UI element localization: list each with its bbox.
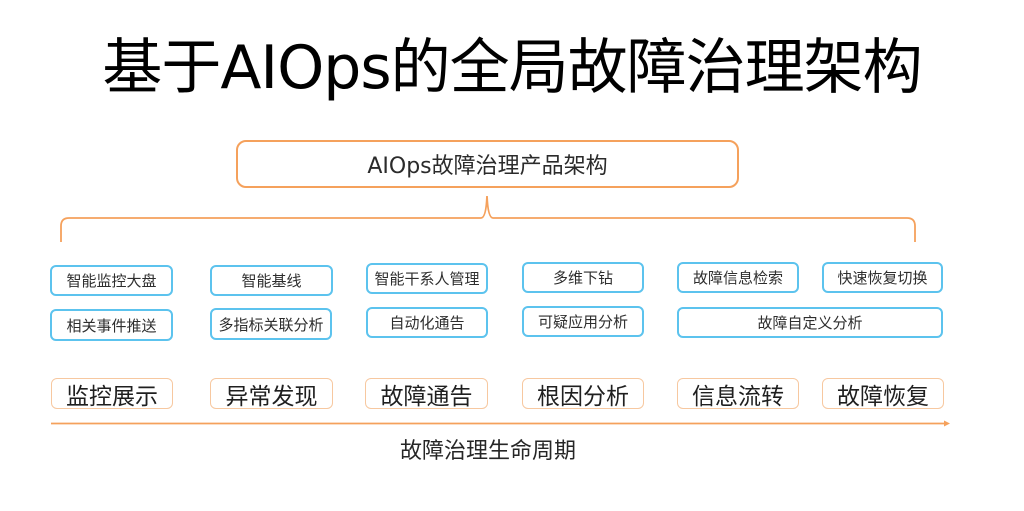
feature-label: 故障自定义分析 (757, 314, 863, 332)
feature-multidimensional-drilldown[interactable]: 多维下钻 (522, 262, 644, 293)
phase-label: 信息流转 (692, 383, 784, 410)
phase-root-cause-analysis: 根因分析 (522, 378, 644, 410)
phase-fault-notification: 故障通告 (365, 378, 488, 410)
feature-label: 智能基线 (241, 272, 302, 290)
feature-automated-notification[interactable]: 自动化通告 (366, 307, 488, 338)
feature-label: 智能监控大盘 (66, 272, 157, 290)
phase-label: 监控展示 (66, 383, 158, 410)
feature-label: 自动化通告 (389, 314, 465, 332)
phase-fault-recovery: 故障恢复 (822, 378, 944, 410)
feature-label: 快速恢复切换 (837, 269, 928, 287)
brace-connector (60, 195, 916, 242)
feature-label: 多维下钻 (552, 269, 613, 287)
feature-label: 可疑应用分析 (537, 313, 628, 331)
phase-label: 根因分析 (537, 383, 629, 410)
feature-smart-monitoring-dashboard[interactable]: 智能监控大盘 (50, 265, 173, 296)
feature-label: 智能干系人管理 (374, 270, 480, 288)
feature-smart-stakeholder-management[interactable]: 智能干系人管理 (366, 263, 488, 294)
feature-related-event-push[interactable]: 相关事件推送 (50, 309, 173, 341)
lifecycle-arrow-head (944, 420, 950, 427)
feature-suspicious-app-analysis[interactable]: 可疑应用分析 (522, 306, 644, 337)
phase-label: 故障通告 (380, 383, 473, 410)
feature-multi-metric-correlation[interactable]: 多指标关联分析 (210, 308, 332, 340)
feature-label: 多指标关联分析 (218, 315, 324, 334)
feature-fault-info-search[interactable]: 故障信息检索 (677, 262, 799, 293)
feature-smart-baseline[interactable]: 智能基线 (210, 265, 333, 296)
feature-custom-fault-analysis[interactable]: 故障自定义分析 (677, 307, 943, 338)
product-architecture-label: AIOps故障治理产品架构 (367, 154, 608, 179)
feature-label: 故障信息检索 (692, 269, 783, 287)
lifecycle-label: 故障治理生命周期 (399, 439, 576, 464)
phase-label: 异常发现 (225, 383, 318, 410)
product-architecture-box: AIOps故障治理产品架构 (236, 140, 739, 188)
page-title: 基于AIOps的全局故障治理架构 (102, 33, 922, 103)
feature-fast-recovery-switch[interactable]: 快速恢复切换 (822, 262, 943, 293)
phase-anomaly-detection: 异常发现 (210, 378, 333, 410)
feature-label: 相关事件推送 (66, 316, 157, 335)
phase-label: 故障恢复 (837, 383, 929, 410)
phase-monitoring-display: 监控展示 (51, 378, 173, 410)
phase-information-flow: 信息流转 (677, 378, 799, 410)
